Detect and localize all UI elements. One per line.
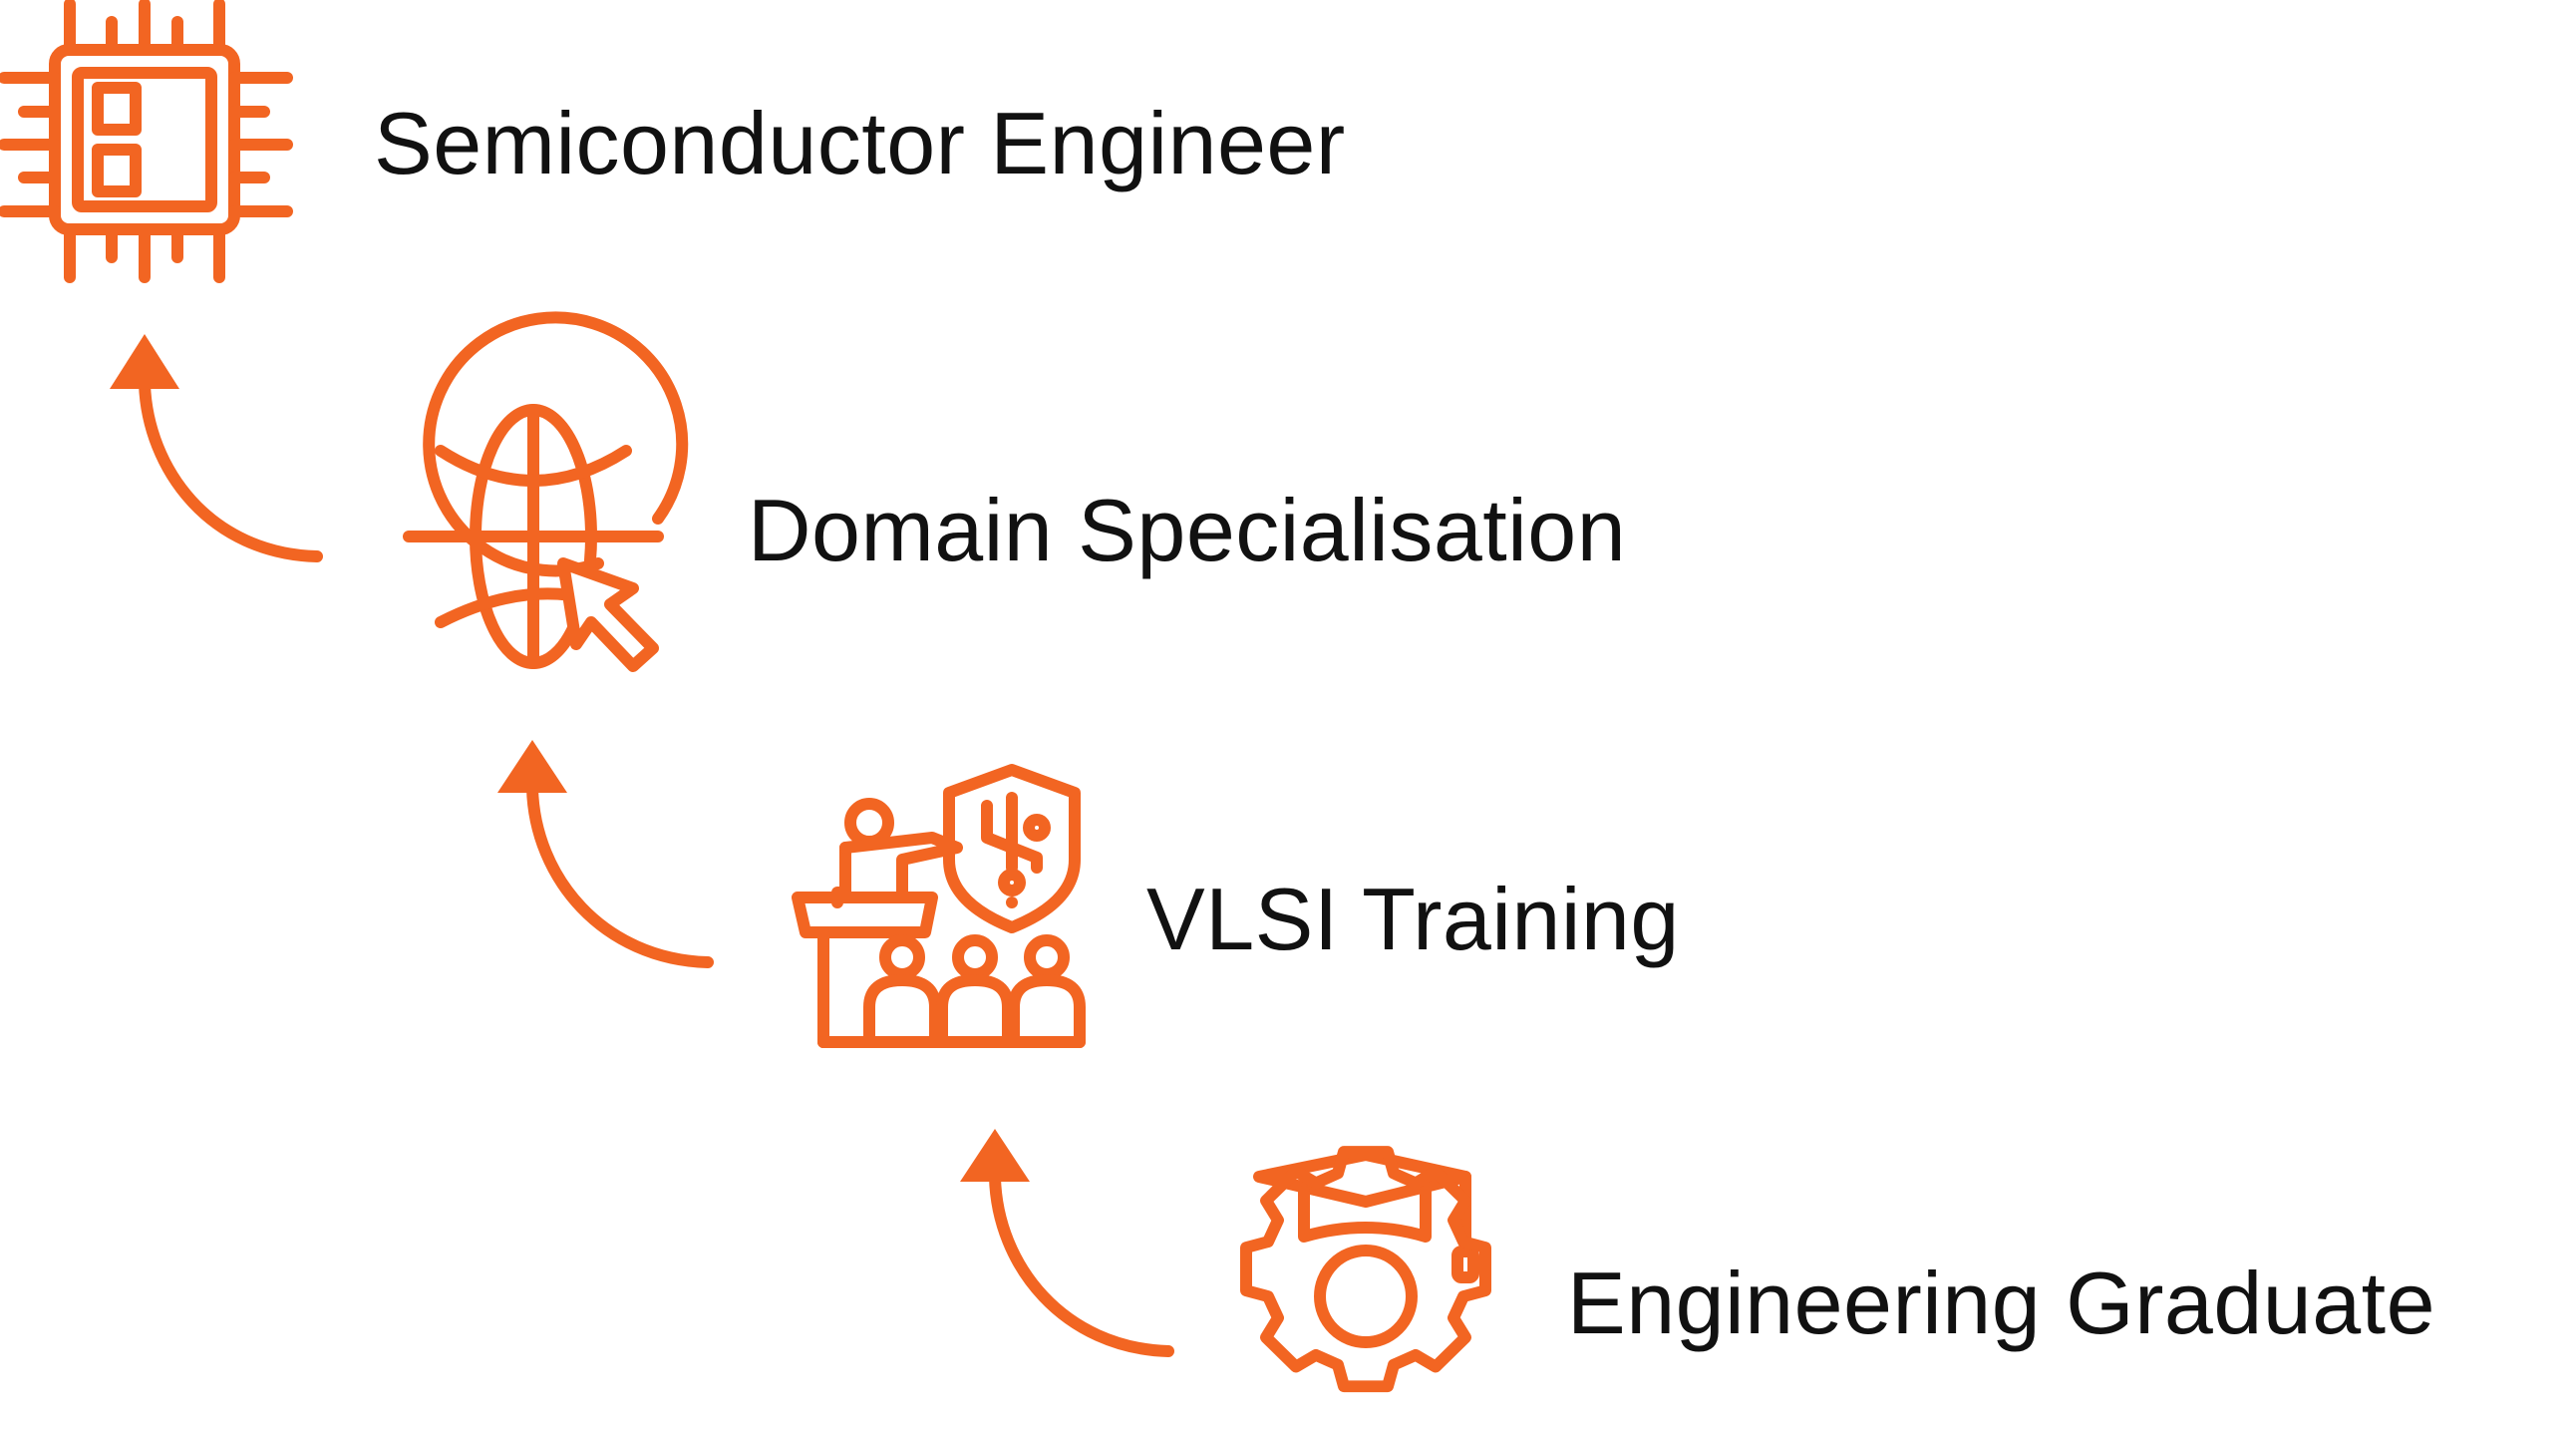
curved-arrow-icon: [989, 1171, 1174, 1357]
step-label-vlsi-training: VLSI Training: [1146, 870, 1680, 968]
step-label-domain-specialisation: Domain Specialisation: [748, 481, 1627, 579]
arrowhead-icon: [497, 740, 567, 793]
arrowhead-icon: [110, 334, 179, 389]
globe-cursor-icon: [403, 311, 689, 672]
curved-arrow-icon: [139, 378, 323, 562]
step-label-semiconductor-engineer: Semiconductor Engineer: [374, 94, 1346, 192]
arrowhead-icon: [960, 1129, 1030, 1182]
curved-arrow-icon: [526, 782, 714, 968]
presentation-training-icon: [792, 764, 1086, 1048]
microchip-icon: [0, 0, 293, 283]
step-label-engineering-graduate: Engineering Graduate: [1567, 1253, 2436, 1352]
graduation-gear-icon: [1240, 1146, 1491, 1393]
